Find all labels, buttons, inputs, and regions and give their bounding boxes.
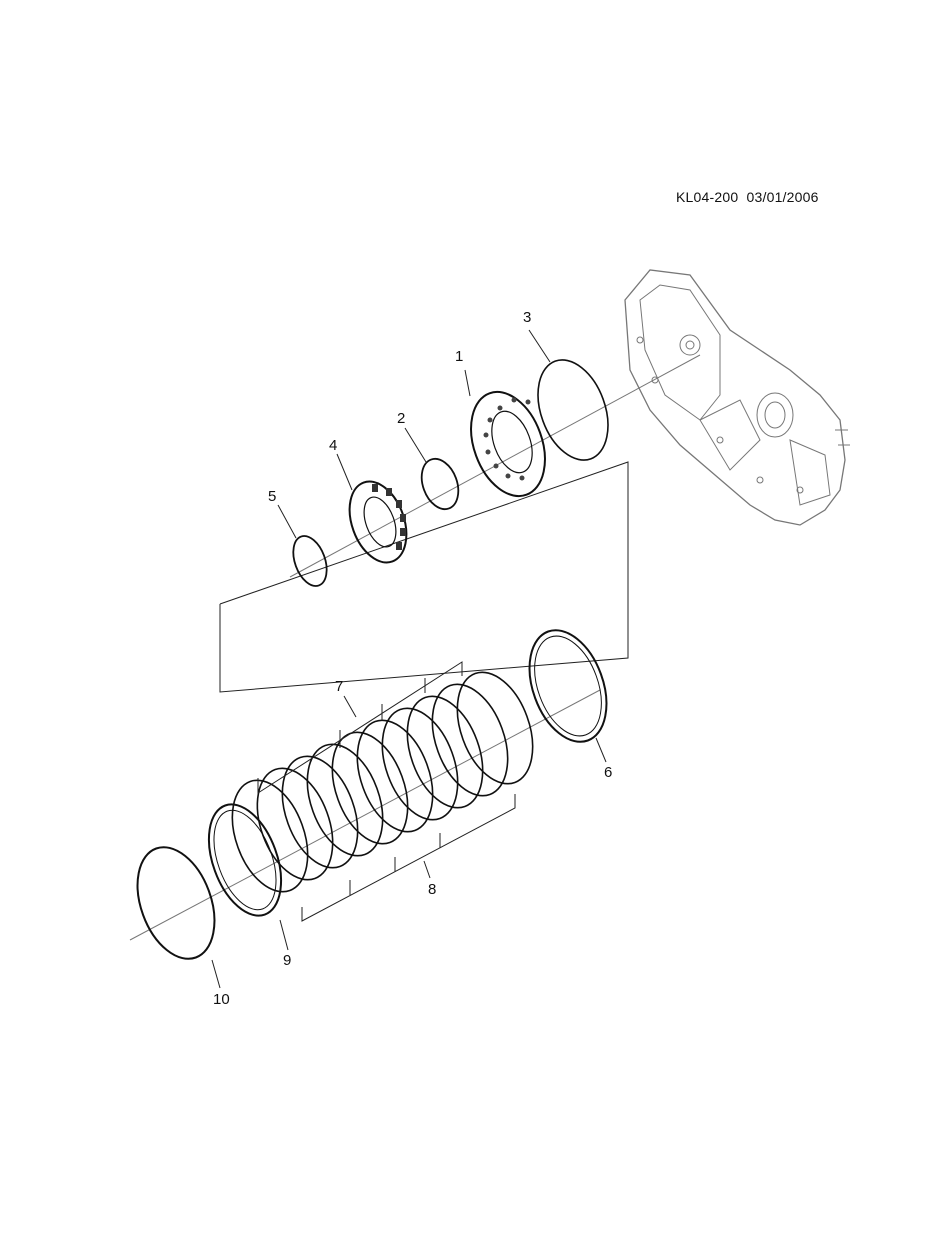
diagram-id: KL04-200	[676, 189, 739, 205]
part-1-piston	[464, 369, 546, 498]
callout-9: 9	[283, 952, 292, 969]
part-2-seal	[404, 427, 460, 511]
callout-7: 7	[335, 678, 344, 695]
part-3-seal	[528, 329, 609, 461]
callout-4: 4	[329, 437, 338, 454]
callout-1: 1	[455, 348, 464, 365]
callout-8: 8	[428, 881, 437, 898]
callout-3: 3	[523, 309, 532, 326]
part-10-snapring	[136, 846, 221, 989]
part-6-backing-plate	[528, 629, 608, 763]
clutch-plate-stack	[231, 661, 534, 922]
group-bracket	[219, 461, 629, 693]
part-5-snapring	[277, 504, 328, 587]
part-9-plate	[207, 803, 289, 951]
callout-6: 6	[604, 764, 613, 781]
callout-10: 10	[213, 991, 230, 1008]
transmission-housing	[624, 269, 850, 526]
part-4-spring	[336, 453, 408, 564]
callout-2: 2	[397, 410, 406, 427]
diagram-date: 03/01/2006	[746, 189, 819, 205]
diagram-code: KL04-200 03/01/2006	[676, 189, 819, 205]
callout-5: 5	[268, 488, 277, 505]
